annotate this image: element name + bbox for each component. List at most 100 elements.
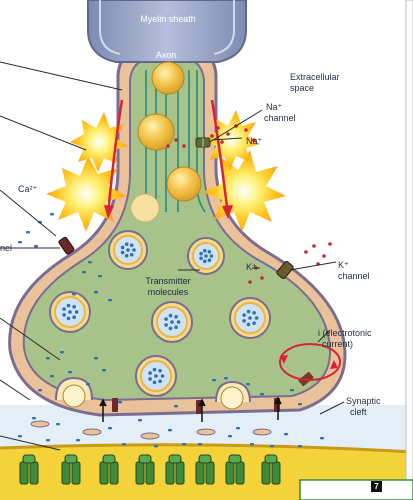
receptor: [99, 454, 119, 485]
transmitter-dot: [88, 261, 92, 264]
transmitter-dot: [298, 403, 302, 406]
transmitter-dot: [270, 445, 274, 448]
transmitter-dot: [122, 443, 126, 446]
na-channel-label-2: channel: [264, 113, 296, 123]
ion-dot: [226, 132, 230, 136]
transmitter-dot: [86, 383, 90, 386]
ion-dot: [252, 138, 256, 142]
transmitter-dot: [26, 231, 30, 234]
transmitter-dot: [298, 445, 302, 448]
postsynaptic-receptors: [19, 454, 281, 485]
ca-ion-label: Ca²⁺: [18, 184, 38, 194]
ion-dot: [220, 140, 224, 144]
ion-dot: [304, 250, 308, 254]
ion-dot: [182, 144, 186, 148]
transmitter-dot: [60, 351, 64, 354]
left-channel-label-fragment: nel: [0, 243, 13, 253]
axon-cytoplasm: [22, 57, 332, 402]
synaptic-cleft-label-1: Synaptic: [346, 396, 381, 406]
ion-dot: [322, 254, 326, 258]
figure-number-badge: 7: [371, 481, 382, 492]
transmitter-dot: [228, 435, 232, 438]
ion-dot: [248, 280, 252, 284]
transmitter-dot: [108, 427, 112, 430]
receptor: [165, 454, 185, 485]
transmitter-vesicle: [135, 355, 177, 397]
transmitter-dot: [246, 383, 250, 386]
transmitter-dot: [250, 443, 254, 446]
myelin-sheath: [87, 0, 247, 63]
figure-frame-edge: [405, 0, 413, 483]
transmitter-vesicle: [229, 297, 271, 339]
myelin-sheath-label: Myelin sheath: [140, 14, 196, 24]
transmitter-dot: [38, 389, 42, 392]
axonal-vesicles: [130, 61, 202, 223]
transmitter-dot: [50, 375, 54, 378]
cleft-receptor-dishes: [30, 420, 272, 440]
transmitter-dot: [18, 435, 22, 438]
ion-dot: [216, 126, 220, 130]
transmitter-vesicle: [187, 237, 225, 275]
transmitter-dot: [94, 357, 98, 360]
ion-dot: [328, 242, 332, 246]
extracellular-space-label-2: space: [290, 83, 315, 93]
transmitter-dot: [260, 393, 264, 396]
electrotonic-current-loop: [279, 343, 341, 381]
transmitter-dot: [68, 371, 72, 374]
depolarization-arrow-right: [210, 99, 230, 216]
k-ion-label: K⁺: [246, 262, 257, 272]
transmitter-dot: [108, 299, 112, 302]
transmitter-dot: [320, 437, 324, 440]
transmitter-dot: [224, 377, 228, 380]
ion-dot: [166, 144, 170, 148]
electrotonic-current-label-2: current): [322, 339, 354, 349]
release-arrows: [99, 396, 282, 422]
fusing-vesicles: [55, 376, 251, 410]
transmitter-vesicles: [49, 230, 271, 397]
transmitter-dot: [56, 423, 60, 426]
transmitter-dot: [168, 429, 172, 432]
transmitter-dot: [76, 439, 80, 442]
transmitter-vesicle: [151, 301, 193, 343]
transmitter-dot: [236, 427, 240, 430]
receptor: [195, 454, 215, 485]
ca-channel: [58, 236, 75, 255]
transmitter-dot: [18, 241, 22, 244]
k-channel-label-1: K⁺: [338, 260, 349, 270]
receptor: [225, 454, 245, 485]
axon-label: Axon: [155, 50, 177, 60]
receptor: [19, 454, 39, 485]
na-channel-label-1: Na⁺: [266, 102, 283, 112]
ion-dot: [174, 138, 178, 142]
transmitter-dot: [284, 433, 288, 436]
k-channel: [276, 260, 294, 280]
transmitter-dot: [290, 389, 294, 392]
transmitter-dot: [32, 417, 36, 420]
transmitter-dot: [46, 439, 50, 442]
transmitter-dot: [98, 275, 102, 278]
leader-lines: [0, 61, 345, 451]
transmitter-dot: [46, 357, 50, 360]
transmitter-dot: [94, 291, 98, 294]
transmitter-dot: [34, 245, 38, 248]
na-channel: [195, 137, 211, 148]
transmitter-vesicle: [108, 230, 148, 270]
transmitter-dot: [138, 419, 142, 422]
inset-panel-edge: [299, 479, 413, 500]
electrotonic-current-label-1: i (electrotonic: [318, 328, 372, 338]
ion-dot: [312, 244, 316, 248]
extracellular-space-label-1: Extracellular: [290, 72, 340, 82]
transmitter-vesicle: [49, 291, 91, 333]
receptor: [135, 454, 155, 485]
ion-dot: [210, 134, 214, 138]
receptor: [61, 454, 81, 485]
ion-dot: [244, 128, 248, 132]
transmitter-dot: [174, 405, 178, 408]
transmitter-dot: [72, 293, 76, 296]
receptor: [261, 454, 281, 485]
transmitter-dot: [82, 271, 86, 274]
transmitter-dot: [212, 379, 216, 382]
transmitter-label-2: molecules: [147, 287, 189, 297]
transmitter-dot: [50, 213, 54, 216]
